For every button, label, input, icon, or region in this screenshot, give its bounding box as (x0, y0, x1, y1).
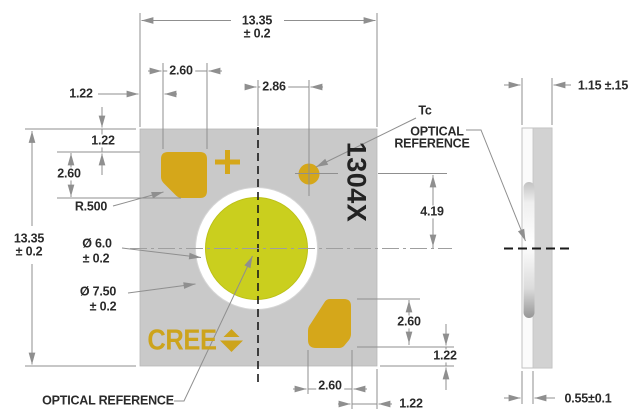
dim-tc-offset-y: 4.19 (418, 204, 446, 219)
dim-overall-height: 13.35 (11, 231, 47, 246)
anode-pad-top-left (161, 152, 207, 198)
dim-pad-inset-left: 1.22 (67, 86, 95, 101)
cree-logo-diamond-icon (220, 329, 243, 352)
dimension-arrows (28, 17, 567, 408)
dim-pad-width-top: 2.60 (167, 63, 195, 78)
dim-pad-width-bottom: 2.60 (316, 378, 344, 393)
dim-pad-inset-top: 1.22 (89, 133, 117, 148)
leader-lines (112, 117, 526, 402)
dim-overall-height-tol: ± 0.2 (13, 244, 45, 259)
dim-ring-dia: Ø 7.50 (77, 284, 119, 299)
lens-profile-side (523, 182, 535, 318)
dim-emitting-dia-tol: ± 0.2 (80, 251, 112, 266)
optical-reference-top-line2: REFERENCE (394, 136, 470, 151)
tc-label: Tc (418, 103, 432, 118)
cathode-pad-bottom-right (308, 299, 351, 348)
dim-ring-dia-tol: ± 0.2 (87, 299, 119, 314)
optical-reference-top-line1: OPTICAL (410, 124, 464, 139)
dim-side-total-thickness: 1.15 ±.15 (577, 78, 629, 93)
device-marking: 1304X (341, 141, 372, 223)
dim-tc-offset-x: 2.86 (260, 79, 288, 94)
dim-emitting-dia: Ø 6.0 (80, 236, 114, 251)
dim-side-base-thickness: 0.55±0.1 (564, 391, 612, 406)
dim-overall-width-tol: ± 0.2 (241, 26, 273, 41)
dim-pad-to-edge-bottom: 1.22 (397, 396, 425, 411)
dim-corner-radius: R.500 (72, 199, 110, 214)
dim-pad-to-edge-right: 1.22 (431, 348, 459, 363)
cree-logo-text: CREE (147, 324, 217, 357)
polarity-plus-mark (215, 150, 240, 174)
dim-pad-height-left: 2.60 (55, 166, 83, 181)
extension-lines (25, 13, 553, 409)
dim-pad-height-right: 2.60 (395, 314, 423, 329)
optical-reference-bottom-label: OPTICAL REFERENCE (42, 393, 174, 408)
dim-overall-width: 13.35 (239, 13, 275, 28)
